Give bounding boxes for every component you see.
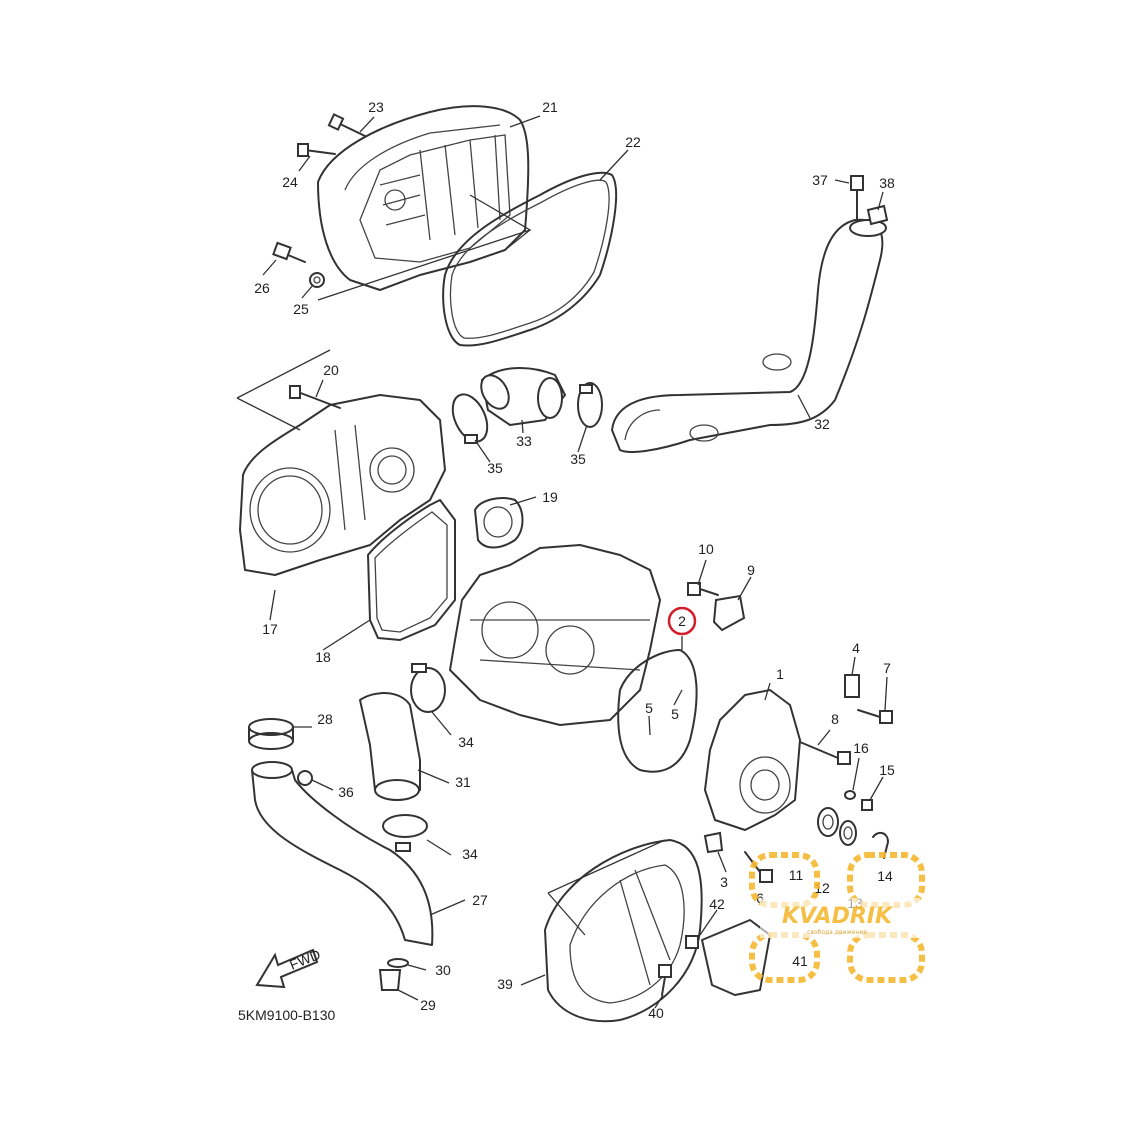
explode-line-cover <box>317 194 532 301</box>
clamp-part-34-lower <box>382 814 428 852</box>
callout-39: 39 <box>497 976 513 992</box>
outer-cover-part-39 <box>544 839 703 1023</box>
callout-30: 30 <box>435 962 451 978</box>
callout-16: 16 <box>853 740 869 756</box>
callout-11: 11 <box>789 867 804 883</box>
watermark-tagline: свобода движения <box>807 929 867 936</box>
watermark-brand: KVADRIK <box>782 904 894 929</box>
bolt-part-24 <box>297 143 336 157</box>
callout-38: 38 <box>879 175 895 191</box>
callout-23: 23 <box>368 99 384 115</box>
callout-32: 32 <box>814 416 830 432</box>
callout-28: 28 <box>317 711 333 727</box>
callout-1: 1 <box>776 666 784 682</box>
callout-10: 10 <box>698 541 714 557</box>
bolt-part-10 <box>687 582 719 596</box>
clamp-part-35-right <box>577 382 603 428</box>
callout-7: 7 <box>883 660 891 676</box>
gasket-part-19 <box>474 497 524 549</box>
bolt-part-20 <box>289 385 341 409</box>
plug-part-29 <box>378 969 402 991</box>
kvadrik-watermark-logo: KVADRIK свобода движения <box>749 852 925 983</box>
fitting-part-36 <box>297 770 313 786</box>
bolt-part-8 <box>799 741 851 765</box>
fwd-arrow-icon: FWD <box>255 946 323 989</box>
fitting-part-14 <box>872 831 889 859</box>
callout-20: 20 <box>323 362 339 378</box>
bolt-part-23 <box>327 113 366 137</box>
gasket-part-22 <box>442 171 618 347</box>
explode-line-cover-17 <box>236 349 331 431</box>
catalog-code: 5KM9100-B130 <box>238 1007 336 1023</box>
callout-3: 3 <box>720 874 728 890</box>
callout-35-left: 35 <box>487 460 503 476</box>
callout-42: 42 <box>709 896 725 912</box>
explode-line-cover-39 <box>547 839 666 936</box>
callout-18: 18 <box>315 649 331 665</box>
callout-4: 4 <box>852 640 860 656</box>
callout-5-right: 5 <box>671 706 679 722</box>
highlight-circle-2 <box>667 606 697 636</box>
callout-19: 19 <box>542 489 558 505</box>
intake-pipe-part-33 <box>480 367 566 426</box>
callout-35-right: 35 <box>570 451 586 467</box>
bearing-part-13 <box>839 820 857 846</box>
callout-29: 29 <box>420 997 436 1013</box>
callout-40: 40 <box>648 1005 664 1021</box>
bolt-part-42 <box>685 935 699 949</box>
crankcase-part-2 <box>449 544 661 726</box>
plug-part-15 <box>861 799 873 811</box>
bracket-part-9 <box>712 594 746 632</box>
callout-8: 8 <box>831 711 839 727</box>
callout-36: 36 <box>338 784 354 800</box>
callout-15: 15 <box>879 762 895 778</box>
callout-26: 26 <box>254 280 270 296</box>
part-4 <box>844 674 860 698</box>
gasket-part-18 <box>367 499 456 641</box>
callout-27: 27 <box>472 892 488 908</box>
clamp-part-34-upper <box>410 663 446 713</box>
hose-part-27 <box>251 761 434 946</box>
callout-37: 37 <box>812 172 828 188</box>
case-cover-part-1 <box>704 689 801 831</box>
o-ring-part-16 <box>844 790 856 800</box>
callout-33: 33 <box>516 433 532 449</box>
callout-41: 41 <box>792 953 808 969</box>
fitting-part-37 <box>850 175 864 221</box>
callout-5-left: 5 <box>645 700 653 716</box>
air-duct-part-32 <box>611 218 887 453</box>
clamp-part-30 <box>387 958 409 968</box>
ring-part-28 <box>248 718 294 750</box>
gasket-part-2 <box>617 649 698 773</box>
cover-part-17 <box>239 394 446 576</box>
clamp-part-35-left <box>451 393 489 444</box>
callout-24: 24 <box>282 174 298 190</box>
callout-34-lower: 34 <box>462 846 478 862</box>
callout-14: 14 <box>877 868 893 884</box>
callout-9: 9 <box>747 562 755 578</box>
outer-cover-part-21 <box>317 105 530 291</box>
clip-part-38 <box>866 204 889 226</box>
callout-34-upper: 34 <box>458 734 474 750</box>
callout-25: 25 <box>293 301 309 317</box>
hose-part-31 <box>359 692 421 801</box>
callout-31: 31 <box>455 774 471 790</box>
fwd-label: FWD <box>287 946 323 973</box>
callout-22: 22 <box>625 134 641 150</box>
callout-2: 2 <box>678 613 686 629</box>
callout-17: 17 <box>262 621 278 637</box>
fastener-part-26 <box>272 241 306 263</box>
callout-21: 21 <box>542 99 558 115</box>
bracket-part-3 <box>703 831 724 854</box>
callout-labels: 23 21 22 24 26 25 37 38 20 33 35 35 32 1… <box>238 99 895 1023</box>
bolt-part-7 <box>857 709 893 724</box>
bolt-part-40 <box>658 964 672 996</box>
plate-part-41 <box>701 919 771 996</box>
bearing-part-12 <box>817 807 839 837</box>
leader-lines <box>262 115 888 1009</box>
nut-part-25 <box>309 272 325 288</box>
